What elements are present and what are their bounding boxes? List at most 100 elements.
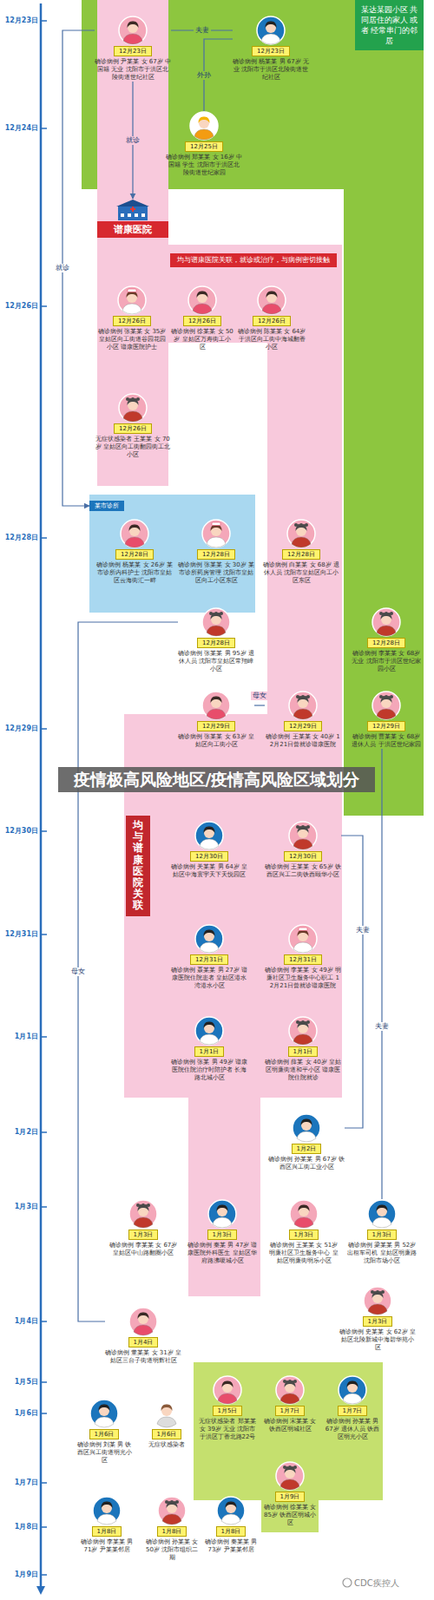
date-tag-row: 1月8日 bbox=[202, 1526, 260, 1538]
avatar-ground bbox=[202, 691, 231, 720]
case-description: 确诊病例 孙某某 男 67岁 退休人员 铁西区明光小区 bbox=[323, 1418, 382, 1442]
avatar-ground bbox=[372, 691, 401, 720]
avatar-hair bbox=[210, 696, 223, 704]
avatar-body bbox=[133, 1325, 153, 1336]
date-tag: 1月4日 bbox=[128, 1337, 159, 1349]
avatar-ground bbox=[208, 1200, 237, 1229]
case-node: 12月28日确诊病例 白某某 女 68岁 退休人员 沈阳市皇姑区向工小区东区 bbox=[263, 519, 340, 586]
avatar-ground bbox=[190, 111, 218, 140]
case-node: 1月9日确诊病例 徐某某 女 85岁 铁西区明城小区 bbox=[261, 1461, 319, 1528]
person-avatar bbox=[119, 519, 150, 549]
avatar-hair bbox=[198, 116, 211, 124]
person-avatar bbox=[117, 285, 147, 316]
case-node: 1月7日确诊病例 孙某某 男 67岁 退休人员 铁西区明光小区 bbox=[323, 1375, 382, 1442]
date-tag-row: 12月26日 bbox=[236, 315, 308, 327]
edge-label: 夫妻 bbox=[373, 1022, 391, 1032]
person-avatar bbox=[118, 393, 148, 423]
case-node: 12月28日确诊病例 李某某 女 68岁 无业 沈阳市于洪区世纪家园小区 bbox=[349, 607, 423, 674]
person-avatar bbox=[256, 285, 287, 316]
avatar-hair bbox=[101, 1501, 113, 1509]
timeline-tick bbox=[40, 1206, 47, 1209]
avatar-curl bbox=[146, 1203, 151, 1208]
person-avatar bbox=[337, 1375, 368, 1406]
banner-text: 某达某园小区 共同居住的家人 或者 经常串门的邻居 bbox=[357, 4, 421, 47]
date-tag: 1月7日 bbox=[337, 1406, 369, 1417]
avatar-ground bbox=[195, 821, 224, 850]
avatar-hair bbox=[298, 1204, 310, 1212]
timeline-tick bbox=[40, 933, 47, 936]
person-avatar bbox=[151, 1399, 182, 1429]
case-description: 确诊病例 张某某 女 63岁 皇姑区向工街小区 bbox=[177, 733, 255, 750]
date-tag-row: 12月28日 bbox=[349, 637, 423, 649]
avatar-body bbox=[294, 1217, 314, 1229]
avatar-ground bbox=[213, 1376, 242, 1405]
avatar-ground bbox=[289, 1017, 317, 1046]
case-description: 确诊病例 宋某某 女 铁西区明城社区 bbox=[261, 1418, 319, 1434]
avatar-body bbox=[97, 1514, 117, 1526]
avatar-body bbox=[206, 537, 226, 548]
timeline-tick bbox=[40, 1482, 47, 1485]
nurse-cap bbox=[298, 927, 308, 932]
case-node: 1月6日无症状感染者 bbox=[138, 1399, 196, 1450]
case-node: 12月26日确诊病例 张某某 女 35岁 皇姑区向工街道谷园花园小区 谱康医院护… bbox=[96, 285, 168, 352]
timeline-tick bbox=[40, 1381, 47, 1384]
clinic-region: 某市诊所12月28日确诊病例 杨某某 女 26岁 某市诊所内科护士 沈阳市皇姑区… bbox=[89, 494, 256, 613]
case-description: 确诊病例 尹某某 女 67岁 中国籍 无业 沈阳市于洪区北陵街道世纪社区 bbox=[94, 58, 171, 82]
avatar-ground bbox=[188, 286, 217, 315]
edge-label: 母女 bbox=[250, 691, 269, 701]
date-tag-row: 12月23日 bbox=[94, 46, 171, 57]
date-tag-row: 12月26日 bbox=[94, 423, 171, 434]
case-description: 确诊病例 杨某某 男 67岁 无业 沈阳市于洪区北陵街道世纪社区 bbox=[232, 58, 310, 82]
banner-box: 某达某园小区 共同居住的家人 或者 经常串门的邻居 bbox=[355, 0, 424, 51]
avatar-ground bbox=[276, 1462, 304, 1491]
relation-line bbox=[381, 749, 382, 1200]
avatar-body bbox=[261, 33, 281, 45]
case-description: 确诊病例 孙某某 女 50岁 沈阳市组织二期 bbox=[143, 1538, 201, 1563]
case-description: 确诊病例 孙某某 男 67岁 铁西区兴工街工业小区 bbox=[268, 1156, 345, 1172]
avatar-ground bbox=[256, 16, 285, 45]
avatar-body bbox=[123, 411, 143, 422]
avatar-ground bbox=[129, 1308, 158, 1336]
case-description: 确诊病例 关某某 男 64岁 皇姑区中海寰宇天下天悦园区 bbox=[170, 863, 248, 880]
case-node: 1月8日确诊病例 孙某某 女 50岁 沈阳市组织二期 bbox=[143, 1496, 201, 1563]
avatar-body bbox=[206, 709, 226, 720]
case-description: 确诊病例 徐某某 女 50岁 皇姑区万寿街工小区 bbox=[170, 328, 234, 352]
avatar-curl bbox=[293, 1466, 297, 1470]
avatar-body bbox=[293, 709, 313, 720]
case-description: 确诊病例 秦某某 男 73岁 尹某某邻居 bbox=[202, 1538, 260, 1555]
person-avatar bbox=[194, 821, 224, 851]
avatar-body bbox=[157, 1417, 177, 1428]
edge-label: 母女 bbox=[69, 967, 87, 977]
case-node: 1月3日确诊病例 李某某 女 67岁 皇姑区中山路翻圈小区 bbox=[106, 1199, 180, 1258]
avatar-ground bbox=[289, 1200, 318, 1229]
case-node: 12月30日确诊病例 关某某 男 64岁 皇姑区中海寰宇天下天悦园区 bbox=[170, 821, 248, 880]
relation-line bbox=[341, 835, 363, 1129]
case-node: 12月28日确诊病例 杨某某 女 26岁 某市诊所内科护士 沈阳市皇姑区云海街汇… bbox=[96, 519, 173, 586]
date-label: 1月7日 bbox=[0, 1479, 39, 1488]
person-avatar bbox=[194, 1016, 224, 1046]
case-node: 12月31日确诊病例 李某某 女 49岁 明廉社区卫生服务中心职工 12月21日… bbox=[264, 924, 342, 991]
case-node: 12月28日确诊病例 张某某 女 30岁 某市诊所药房管理 沈阳市皇姑区向工小区… bbox=[177, 519, 255, 586]
relation-line bbox=[254, 704, 265, 706]
timeline-tick bbox=[40, 1321, 47, 1323]
case-description: 确诊病例 张某某 女 35岁 皇姑区向工街道谷园花园小区 谱康医院护士 bbox=[96, 328, 168, 352]
date-tag-row: 1月4日 bbox=[105, 1337, 182, 1349]
case-description: 确诊病例 李某某 女 68岁 无业 沈阳市于洪区世纪家园小区 bbox=[349, 650, 423, 674]
person-avatar bbox=[128, 1199, 158, 1230]
date-tag: 12月25日 bbox=[184, 141, 224, 152]
date-tag: 1月8日 bbox=[216, 1526, 247, 1538]
avatar-curl bbox=[389, 611, 394, 616]
date-tag-row: 12月30日 bbox=[264, 851, 342, 862]
case-description: 确诊病例 李某某 男 71岁 尹某某邻居 bbox=[78, 1538, 136, 1555]
date-tag-row: 1月7日 bbox=[261, 1406, 319, 1417]
avatar-ground bbox=[118, 286, 146, 315]
date-tag-row: 1月8日 bbox=[78, 1526, 136, 1538]
avatar-ground bbox=[195, 925, 224, 954]
case-description: 确诊病例 李某某 女 67岁 皇姑区中山路翻圈小区 bbox=[106, 1242, 180, 1258]
date-label: 1月4日 bbox=[0, 1317, 39, 1327]
date-label: 1月6日 bbox=[0, 1409, 39, 1419]
case-description: 确诊病例 徐某某 女 85岁 铁西区明城小区 bbox=[261, 1504, 319, 1528]
date-tag: 12月23日 bbox=[251, 46, 290, 57]
case-node: 1月4日确诊病例 董某某 女 31岁 皇姑区三台子街道明辉社区 bbox=[105, 1307, 182, 1366]
avatar-body bbox=[342, 1394, 362, 1405]
